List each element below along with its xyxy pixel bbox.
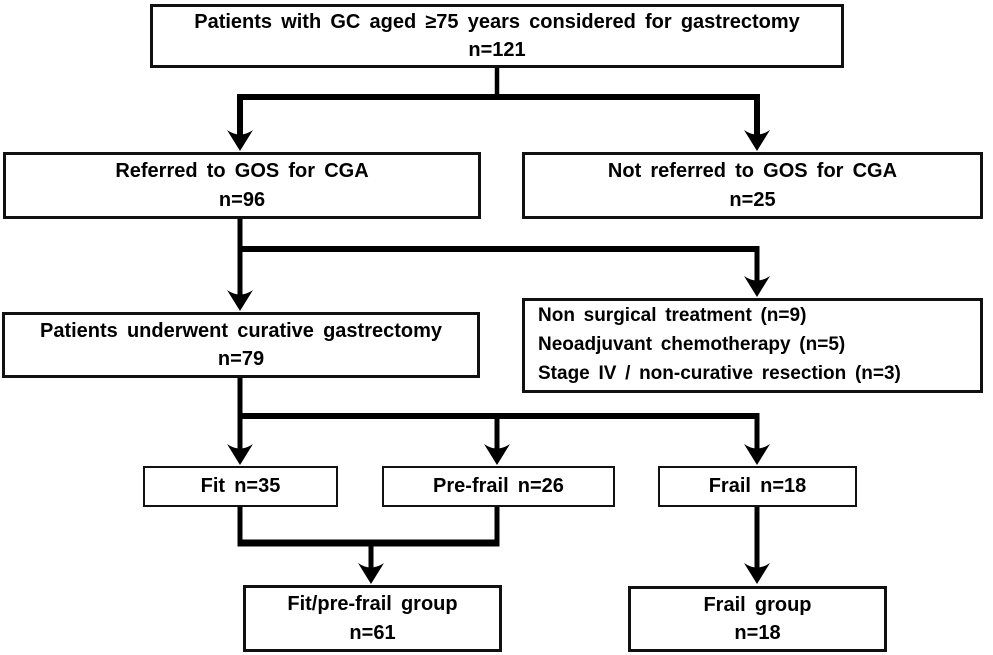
excluded-line-2: Neoadjuvant chemotherapy (n=5): [538, 334, 846, 356]
box-patients-considered: Patients with GC aged ≥75 years consider…: [150, 4, 844, 68]
box-curative-gastrectomy: Patients underwent curative gastrectomy …: [2, 312, 480, 378]
arrow-down-icon: [227, 290, 253, 311]
arrow-down-icon: [227, 444, 253, 465]
box-excluded-treatments: Non surgical treatment (n=9) Neoadjuvant…: [522, 298, 983, 393]
arrow-down-icon: [358, 563, 384, 584]
not-referred-gos-label: Not referred to GOS for CGA: [607, 160, 898, 183]
fit-prefrail-group-label: Fit/pre-frail group: [287, 593, 458, 616]
not-referred-gos-count: n=25: [729, 188, 776, 211]
box-referred-gos: Referred to GOS for CGA n=96: [3, 152, 481, 219]
box-fit-prefrail-group: Fit/pre-frail group n=61: [243, 585, 502, 652]
box-frail-group: Frail group n=18: [628, 586, 887, 652]
frail-group-label: Frail group: [703, 593, 812, 616]
arrow-down-icon: [744, 276, 770, 297]
prefrail-label: Pre-frail n=26: [433, 475, 564, 498]
patients-considered-count: n=121: [468, 39, 526, 61]
fit-label: Fit n=35: [200, 475, 281, 498]
arrow-down-icon: [484, 444, 510, 465]
box-not-referred-gos: Not referred to GOS for CGA n=25: [522, 152, 983, 219]
frail-label: Frail n=18: [708, 475, 807, 498]
arrow-down-icon: [744, 563, 770, 584]
excluded-line-3: Stage IV / non-curative resection (n=3): [538, 362, 901, 384]
frail-group-count: n=18: [734, 622, 781, 644]
connector-top-branch: [237, 94, 760, 145]
box-frail: Frail n=18: [658, 466, 857, 507]
referred-gos-label: Referred to GOS for CGA: [115, 160, 369, 183]
arrow-down-icon: [744, 130, 770, 151]
arrow-down-icon: [227, 130, 253, 151]
curative-gastrectomy-count: n=79: [217, 348, 265, 370]
patients-considered-label: Patients with GC aged ≥75 years consider…: [194, 10, 800, 33]
arrow-down-icon: [744, 444, 770, 465]
curative-gastrectomy-label: Patients underwent curative gastrectomy: [39, 319, 443, 342]
fit-prefrail-group-count: n=61: [349, 621, 396, 644]
referred-gos-count: n=96: [218, 188, 266, 211]
excluded-line-1: Non surgical treatment (n=9): [538, 305, 807, 327]
box-fit: Fit n=35: [143, 466, 338, 507]
box-prefrail: Pre-frail n=26: [382, 466, 615, 507]
